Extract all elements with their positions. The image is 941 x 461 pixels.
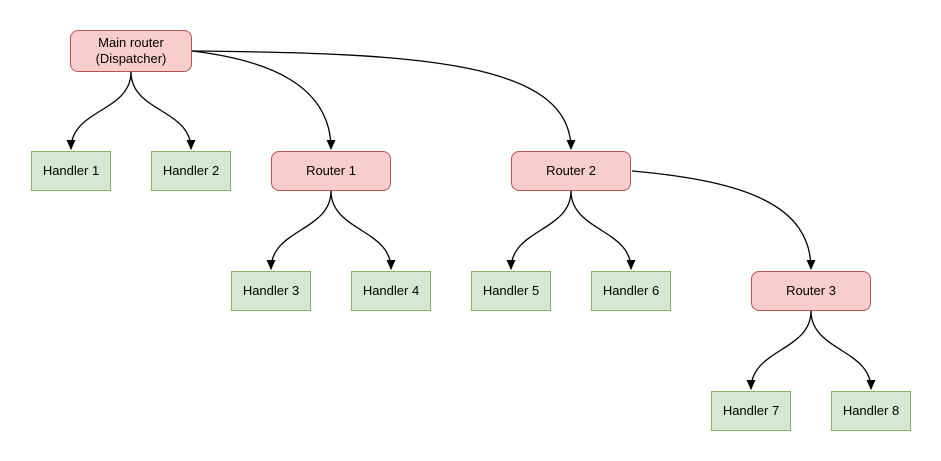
- node-router-1: Router 1: [271, 151, 391, 191]
- edge-main-router-to-handler-2: [130, 71, 196, 150]
- node-handler-8: Handler 8: [831, 391, 911, 431]
- edge-router-2-to-handler-6: [570, 190, 636, 270]
- node-main-router: Main router (Dispatcher): [70, 30, 192, 72]
- edge-router-3-to-handler-7: [746, 310, 812, 390]
- edge-router-1-to-handler-3: [266, 190, 332, 270]
- edge-main-router-to-handler-1: [66, 71, 132, 150]
- edge-main-router-to-router-1: [191, 50, 336, 150]
- edge-router-1-to-handler-4: [330, 190, 396, 270]
- node-handler-5: Handler 5: [471, 271, 551, 311]
- node-handler-4: Handler 4: [351, 271, 431, 311]
- node-handler-6: Handler 6: [591, 271, 671, 311]
- edge-router-3-to-handler-8: [810, 310, 876, 390]
- node-handler-1: Handler 1: [31, 151, 111, 191]
- node-router-2: Router 2: [511, 151, 631, 191]
- edge-main-router-to-router-2: [191, 50, 576, 150]
- node-handler-2: Handler 2: [151, 151, 231, 191]
- edge-router-2-to-handler-5: [506, 190, 572, 270]
- node-handler-7: Handler 7: [711, 391, 791, 431]
- edge-router-2-to-router-3: [631, 170, 816, 270]
- node-handler-3: Handler 3: [231, 271, 311, 311]
- node-router-3: Router 3: [751, 271, 871, 311]
